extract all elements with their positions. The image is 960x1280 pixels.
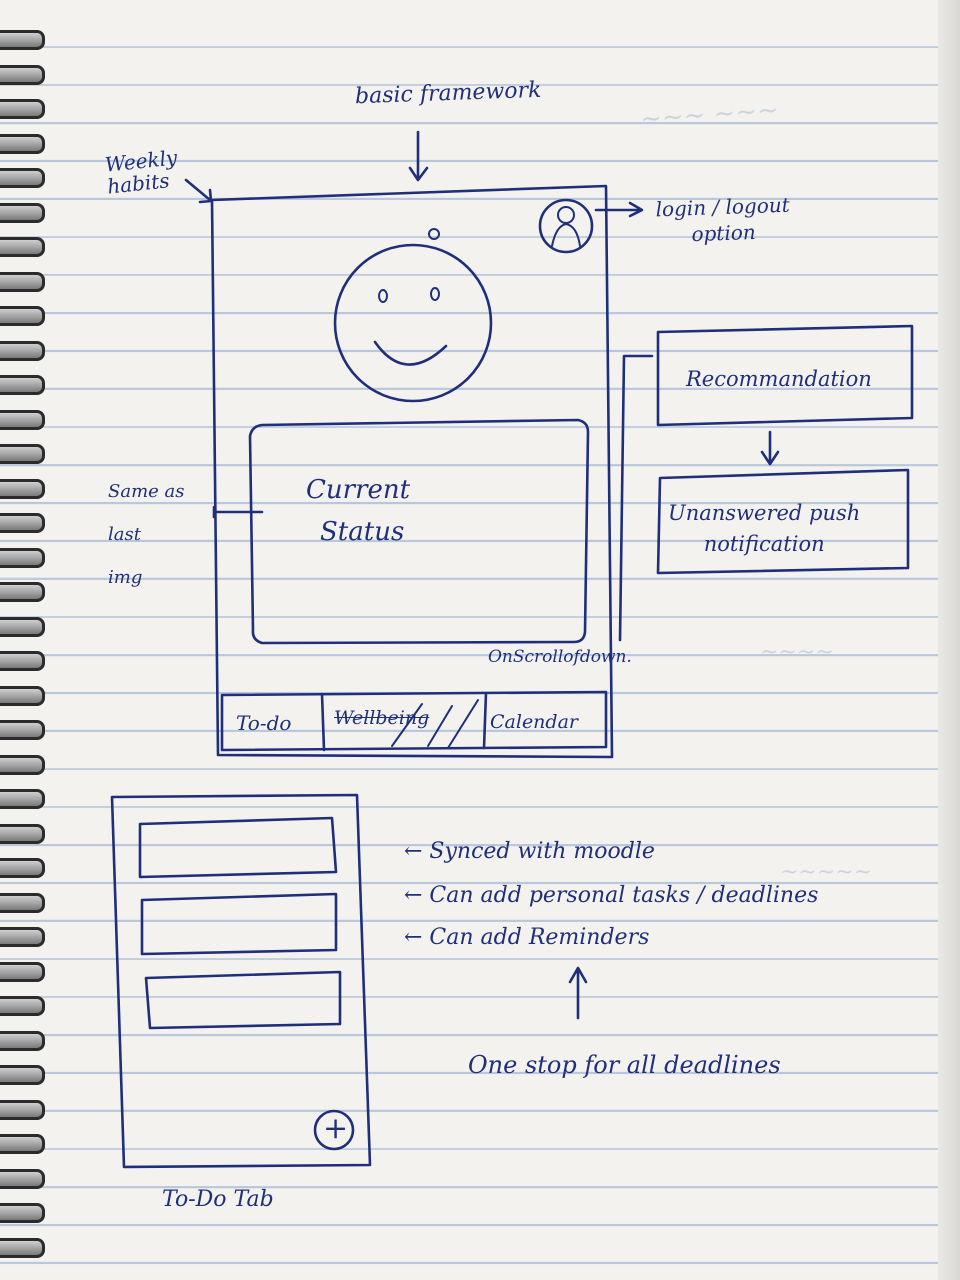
tab-hatch	[391, 703, 423, 747]
recommendation-box	[656, 324, 914, 427]
arrow-to-login	[594, 201, 644, 218]
main-screen-frame	[210, 184, 614, 759]
smiley-face-icon	[333, 243, 493, 403]
spiral-coil	[0, 168, 45, 188]
todo-item-box	[138, 816, 338, 879]
spiral-coil	[0, 1099, 45, 1120]
spiral-coil	[0, 927, 45, 947]
current-status-box	[248, 418, 590, 645]
spiral-coil	[0, 892, 45, 913]
tab-bar	[220, 690, 608, 752]
annotation-login-line2: option	[691, 219, 757, 247]
spiral-coil	[0, 754, 45, 775]
arrow-up	[568, 966, 588, 1020]
spiral-coil	[0, 340, 45, 361]
spiral-coil	[0, 30, 45, 50]
spiral-coil	[0, 375, 45, 395]
status-label-line1: Current	[306, 475, 411, 505]
todo-item-box	[140, 892, 338, 956]
spiral-coil	[0, 478, 45, 499]
scroll-connector	[618, 354, 654, 642]
spiral-coil	[0, 64, 45, 85]
spiral-coil	[0, 1168, 45, 1189]
note-one-stop: One stop for all deadlines	[468, 1051, 781, 1079]
spiral-coil	[0, 961, 45, 982]
todo-screen-frame	[110, 793, 372, 1169]
spiral-coil	[0, 409, 45, 430]
recommendation-label: Recommandation	[686, 367, 872, 391]
status-label: Current Status	[306, 470, 410, 553]
smiley-eye-left	[378, 289, 388, 303]
spiral-coil	[0, 651, 45, 671]
tab-divider	[482, 691, 488, 750]
add-button[interactable]: +	[323, 1111, 349, 1146]
spiral-coil	[0, 1030, 45, 1051]
tab-hatch	[427, 705, 453, 747]
spiral-coil	[0, 720, 45, 740]
spiral-coil	[0, 996, 45, 1016]
annotation-same-line1: Same as	[108, 481, 185, 502]
spiral-binding	[0, 0, 60, 1280]
star-mark	[428, 228, 440, 240]
spiral-coil	[0, 1237, 45, 1258]
profile-icon-body	[551, 222, 581, 247]
annotation-login-line1: login / logout	[655, 192, 791, 222]
spiral-coil	[0, 513, 45, 533]
tab-hatch	[447, 699, 479, 749]
annotation-same-line3: img	[108, 567, 143, 589]
annotation-on-scroll: OnScrollofdown.	[488, 647, 632, 667]
spiral-coil	[0, 237, 45, 257]
spiral-coil	[0, 99, 45, 119]
note-personal-tasks: ← Can add personal tasks / deadlines	[404, 883, 819, 908]
push-notification-label: Unanswered push notification	[668, 501, 861, 557]
spiral-coil	[0, 582, 45, 602]
tab-divider	[320, 692, 326, 752]
show-through-text: ~~~~	[760, 640, 834, 665]
spiral-coil	[0, 1134, 45, 1154]
arrow-flow	[760, 430, 780, 466]
note-reminders: ← Can add Reminders	[404, 925, 650, 950]
arrow-down	[408, 130, 429, 182]
spiral-coil	[0, 789, 45, 809]
spiral-coil	[0, 685, 45, 706]
spiral-coil	[0, 1203, 45, 1223]
spiral-coil	[0, 202, 45, 223]
smiley-mouth	[373, 340, 448, 366]
tab-calendar[interactable]: Calendar	[490, 711, 578, 733]
annotation-same-as-last: Same as last img	[108, 470, 184, 600]
show-through-text: ~~~~~	[780, 860, 873, 885]
todo-item-box	[144, 970, 342, 1030]
note-synced: ← Synced with moodle	[404, 839, 655, 864]
spiral-coil	[0, 444, 45, 464]
spiral-coil	[0, 133, 45, 154]
spiral-coil	[0, 858, 45, 878]
todo-tab-caption: To-Do Tab	[162, 1187, 274, 1212]
spiral-coil	[0, 616, 45, 637]
push-notification-line2: notification	[703, 532, 825, 557]
profile-icon-head	[557, 206, 575, 224]
spiral-coil	[0, 306, 45, 326]
spiral-coil	[0, 271, 45, 292]
arrow-same	[212, 505, 264, 519]
tab-todo[interactable]: To-do	[236, 711, 292, 735]
push-notification-box	[656, 468, 910, 575]
annotation-login: login / logout option	[655, 192, 791, 247]
profile-icon	[538, 198, 594, 254]
spiral-coil	[0, 823, 45, 844]
annotation-same-line2: last	[108, 524, 141, 546]
spiral-coil	[0, 547, 45, 568]
annotation-weekly-habits: Weekly habits	[104, 145, 181, 198]
arrow-weekly	[184, 178, 213, 204]
push-notification-line1: Unanswered push	[668, 501, 861, 525]
status-label-line2: Status	[320, 516, 405, 547]
page-edge	[938, 0, 960, 1280]
spiral-coil	[0, 1065, 45, 1085]
add-button-circle	[313, 1109, 355, 1151]
tab-wellbeing[interactable]: Wellbeing	[334, 707, 430, 729]
smiley-eye-right	[430, 287, 440, 301]
